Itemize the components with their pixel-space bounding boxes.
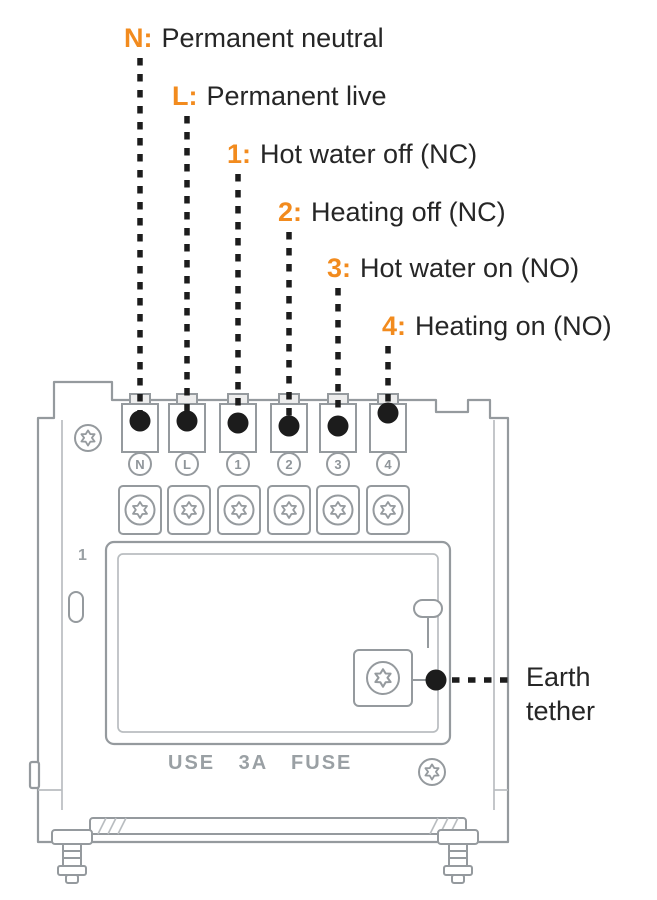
terminal-ids: N L 1 2 3 4 bbox=[128, 452, 400, 476]
label-permanent-live: L: Permanent live bbox=[172, 80, 387, 112]
terminal-id-2: 2 bbox=[285, 457, 292, 472]
terminal-id-1: 1 bbox=[234, 457, 241, 472]
terminal-id-l: L bbox=[183, 457, 191, 472]
label-earth-tether: Earth tether bbox=[526, 662, 596, 726]
wiring-chamber bbox=[104, 540, 452, 746]
label-text-1: Hot water off (NC) bbox=[260, 139, 478, 169]
label-text-n: Permanent neutral bbox=[161, 23, 384, 53]
fuse-warning-text: USE 3A FUSE bbox=[168, 752, 352, 774]
terminal-dot-1 bbox=[227, 412, 249, 434]
earth-tether-dot bbox=[425, 669, 447, 691]
label-prefix-n: N: bbox=[124, 23, 153, 53]
label-prefix-1: 1: bbox=[227, 139, 252, 169]
label-prefix-l: L: bbox=[172, 81, 198, 111]
label-heating-on: 4: Heating on (NO) bbox=[382, 310, 612, 342]
label-text-4: Heating on (NO) bbox=[415, 311, 612, 341]
bottom-rail bbox=[89, 817, 467, 835]
label-text-2: Heating off (NC) bbox=[311, 197, 506, 227]
terminal-id-n: N bbox=[135, 457, 144, 472]
label-permanent-neutral: N: Permanent neutral bbox=[124, 22, 384, 54]
label-text-l: Permanent live bbox=[206, 81, 387, 111]
label-prefix-4: 4: bbox=[382, 311, 407, 341]
terminal-id-3: 3 bbox=[334, 457, 341, 472]
terminal-dot-4 bbox=[377, 402, 399, 424]
terminal-dot-2 bbox=[278, 415, 300, 437]
terminal-dot-3 bbox=[327, 415, 349, 437]
label-hot-water-on: 3: Hot water on (NO) bbox=[327, 252, 579, 284]
earth-terminal bbox=[353, 599, 443, 707]
terminal-dot-n bbox=[129, 410, 151, 432]
terminal-dot-l bbox=[176, 410, 198, 432]
plate-seams bbox=[38, 420, 508, 810]
mounting-slot bbox=[68, 591, 84, 623]
mounting-screw-bottom-right-icon bbox=[418, 758, 446, 786]
label-prefix-3: 3: bbox=[327, 253, 352, 283]
panel-number: 1 bbox=[78, 547, 87, 564]
mounting-screw-top-left-icon bbox=[74, 424, 102, 452]
label-prefix-2: 2: bbox=[278, 197, 303, 227]
label-text-3: Hot water on (NO) bbox=[360, 253, 580, 283]
label-hot-water-off: 1: Hot water off (NC) bbox=[227, 138, 477, 170]
terminal-id-4: 4 bbox=[384, 457, 392, 472]
label-heating-off: 2: Heating off (NC) bbox=[278, 196, 506, 228]
